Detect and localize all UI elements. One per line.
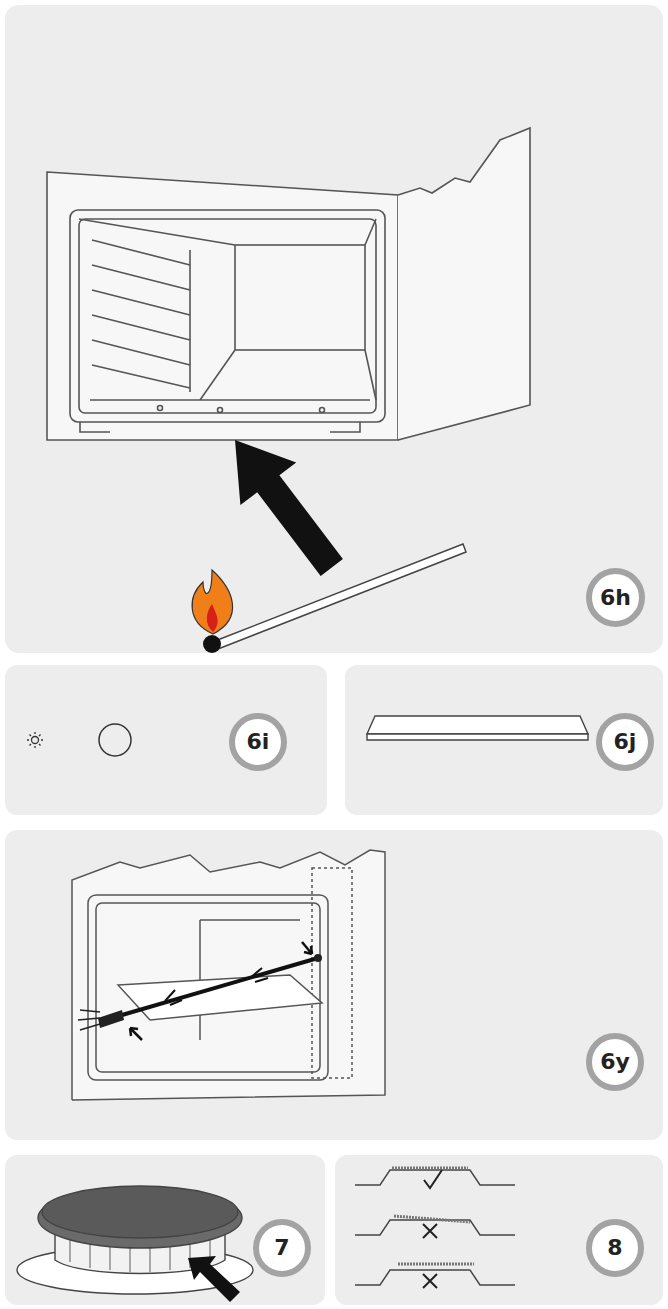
match-stick (215, 544, 466, 649)
cap-positions (355, 1168, 515, 1285)
check-mark (424, 1170, 442, 1188)
panel (5, 5, 663, 653)
callout-circle: 6h (586, 568, 645, 627)
callout-number: 6y (600, 1051, 630, 1073)
panel (335, 1155, 663, 1305)
match-head (203, 635, 221, 653)
lamp-icon (27, 732, 43, 748)
panel (5, 665, 327, 815)
callout-number: 7 (274, 1237, 289, 1259)
panel (5, 1155, 325, 1305)
rotisserie-oven (72, 850, 385, 1100)
flame-core (207, 604, 218, 632)
panel (5, 830, 663, 1140)
spit-rod (78, 942, 322, 1040)
panel (345, 665, 663, 815)
callout-circle: 8 (586, 1219, 644, 1277)
callout-number: 6h (600, 587, 631, 609)
callout-circle: 6i (229, 713, 287, 771)
callout-circle: 6j (596, 713, 654, 771)
callout-number: 8 (607, 1237, 622, 1259)
callout-number: 6j (614, 731, 637, 753)
arrow (188, 1256, 240, 1302)
callout-circle: 6y (586, 1033, 644, 1091)
tray (367, 716, 588, 740)
oven-drawing (47, 128, 530, 440)
cross-mark (423, 1224, 437, 1238)
flame (192, 570, 232, 634)
cross-mark (423, 1274, 437, 1288)
switch-circle (99, 724, 131, 756)
arrow (235, 440, 343, 576)
callout-number: 6i (247, 731, 270, 753)
callout-circle: 7 (253, 1219, 311, 1277)
